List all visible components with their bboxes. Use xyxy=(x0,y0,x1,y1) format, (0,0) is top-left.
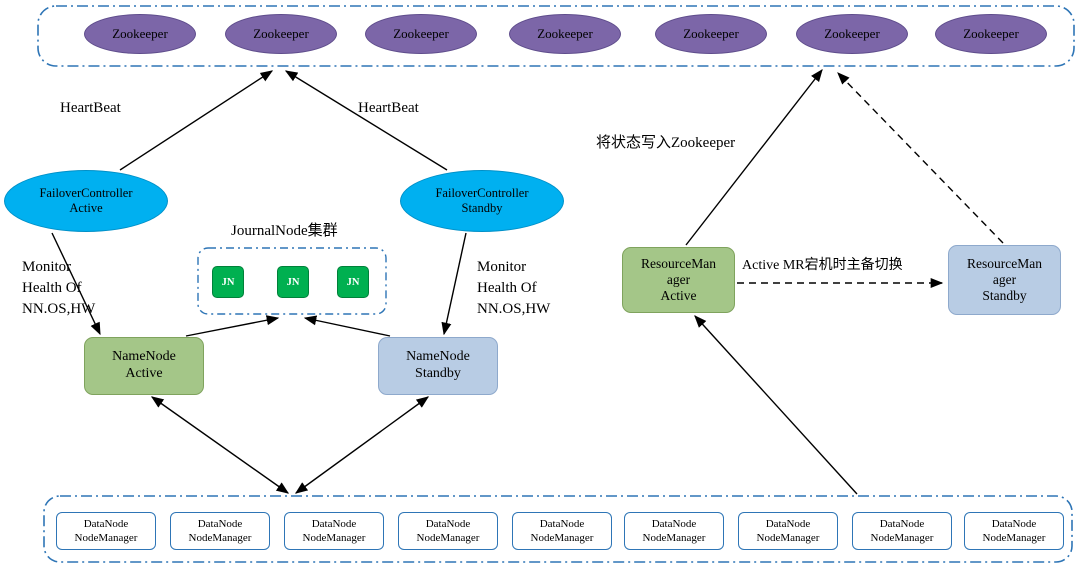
datanode-line1: DataNode xyxy=(83,517,129,530)
arrow-rm-active-to-zookeeper xyxy=(685,69,823,246)
fc-standby-line1: FailoverController xyxy=(435,186,529,201)
monitor-line2: Health Of xyxy=(22,280,82,296)
failover-controller-active: FailoverController Active xyxy=(4,170,168,232)
rm-standby-line1: ResourceMan xyxy=(967,256,1042,272)
monitor-line3: NN.OS,HW xyxy=(22,301,96,317)
monitor-line2: Health Of xyxy=(477,280,537,296)
rm-active-line1: ResourceMan xyxy=(641,256,716,272)
monitor-line1: Monitor xyxy=(477,259,527,275)
zookeeper-cluster-border xyxy=(37,5,1075,67)
datanode-line1: DataNode xyxy=(765,517,811,530)
datanode-line2: NodeManager xyxy=(642,532,706,544)
arrow-rm-standby-to-zookeeper-dashed xyxy=(837,72,1004,244)
monitor-line3: NN.OS,HW xyxy=(477,301,551,317)
arrow-heartbeat-standby-to-zookeeper xyxy=(284,70,448,171)
namenode-standby-box: NameNode Standby xyxy=(378,337,498,395)
write-state-to-zookeeper-label: 将状态写入Zookeeper xyxy=(596,135,736,151)
datanode-line1: DataNode xyxy=(651,517,697,530)
datanode-line2: NodeManager xyxy=(74,532,138,544)
zookeeper-label: Zookeeper xyxy=(683,26,739,42)
mr-failover-switch-label: Active MR宕机时主备切换 xyxy=(742,258,903,273)
datanode-line2: NodeManager xyxy=(416,532,480,544)
datanode-line2: NodeManager xyxy=(756,532,820,544)
resourcemanager-active-box: ResourceMan ager Active xyxy=(622,247,735,313)
zookeeper-label: Zookeeper xyxy=(253,26,309,42)
journalnode-box: JN xyxy=(212,266,244,298)
zookeeper-node: Zookeeper xyxy=(225,14,337,54)
failover-controller-standby: FailoverController Standby xyxy=(400,170,564,232)
datanode-line2: NodeManager xyxy=(530,532,594,544)
zookeeper-node: Zookeeper xyxy=(84,14,196,54)
arrow-namenode-active-to-journalnode xyxy=(185,315,280,337)
arrow-namenode-standby-to-journalnode xyxy=(303,315,391,337)
namenode-active-line1: NameNode xyxy=(112,349,176,365)
zookeeper-node: Zookeeper xyxy=(655,14,767,54)
arrow-namenode-active-datanodes xyxy=(150,396,290,494)
rm-active-line2: ager xyxy=(666,272,691,288)
fc-active-line1: FailoverController xyxy=(39,186,133,201)
jn-label: JN xyxy=(221,276,235,288)
jn-label: JN xyxy=(346,276,360,288)
monitor-health-label-right: Monitor Health Of NN.OS,HW xyxy=(477,257,550,320)
heartbeat-label-right: HeartBeat xyxy=(358,100,419,116)
monitor-health-label-left: Monitor Health Of NN.OS,HW xyxy=(22,257,95,320)
zookeeper-node: Zookeeper xyxy=(509,14,621,54)
zookeeper-label: Zookeeper xyxy=(963,26,1019,42)
arrow-namenode-standby-datanodes xyxy=(294,396,430,494)
namenode-active-box: NameNode Active xyxy=(84,337,204,395)
namenode-standby-line1: NameNode xyxy=(406,349,470,365)
journalnode-cluster-title: JournalNode集群 xyxy=(231,223,338,239)
rm-standby-line3: Standby xyxy=(982,287,1027,303)
rm-active-line3: Active xyxy=(660,287,697,303)
arrow-monitor-active-to-namenode xyxy=(51,232,101,336)
journalnode-box: JN xyxy=(277,266,309,298)
arrow-datanodes-to-rm-active xyxy=(694,315,858,495)
datanode-line2: NodeManager xyxy=(870,532,934,544)
datanode-line2: NodeManager xyxy=(302,532,366,544)
zookeeper-node: Zookeeper xyxy=(935,14,1047,54)
datanode-line1: DataNode xyxy=(425,517,471,530)
journalnode-cluster-border xyxy=(197,247,387,315)
datanode-cluster-border xyxy=(43,495,1073,563)
arrow-monitor-standby-to-namenode xyxy=(441,232,467,336)
zookeeper-label: Zookeeper xyxy=(824,26,880,42)
resourcemanager-standby-box: ResourceMan ager Standby xyxy=(948,245,1061,315)
datanode-line1: DataNode xyxy=(539,517,585,530)
zookeeper-label: Zookeeper xyxy=(537,26,593,42)
datanode-line1: DataNode xyxy=(991,517,1037,530)
heartbeat-label-left: HeartBeat xyxy=(60,100,121,116)
journalnode-box: JN xyxy=(337,266,369,298)
namenode-active-line2: Active xyxy=(125,366,163,381)
zookeeper-node: Zookeeper xyxy=(796,14,908,54)
monitor-line1: Monitor xyxy=(22,259,72,275)
datanode-line1: DataNode xyxy=(879,517,925,530)
datanode-line2: NodeManager xyxy=(982,532,1046,544)
arrow-heartbeat-active-to-zookeeper xyxy=(119,70,274,171)
datanode-line2: NodeManager xyxy=(188,532,252,544)
rm-standby-line2: ager xyxy=(992,272,1017,288)
namenode-standby-line2: Standby xyxy=(415,366,461,381)
fc-standby-line2: Standby xyxy=(461,201,503,215)
datanode-line1: DataNode xyxy=(311,517,357,530)
zookeeper-node: Zookeeper xyxy=(365,14,477,54)
fc-active-line2: Active xyxy=(69,201,103,215)
datanode-line1: DataNode xyxy=(197,517,243,530)
jn-label: JN xyxy=(286,276,300,288)
zookeeper-label: Zookeeper xyxy=(112,26,168,42)
zookeeper-label: Zookeeper xyxy=(393,26,449,42)
